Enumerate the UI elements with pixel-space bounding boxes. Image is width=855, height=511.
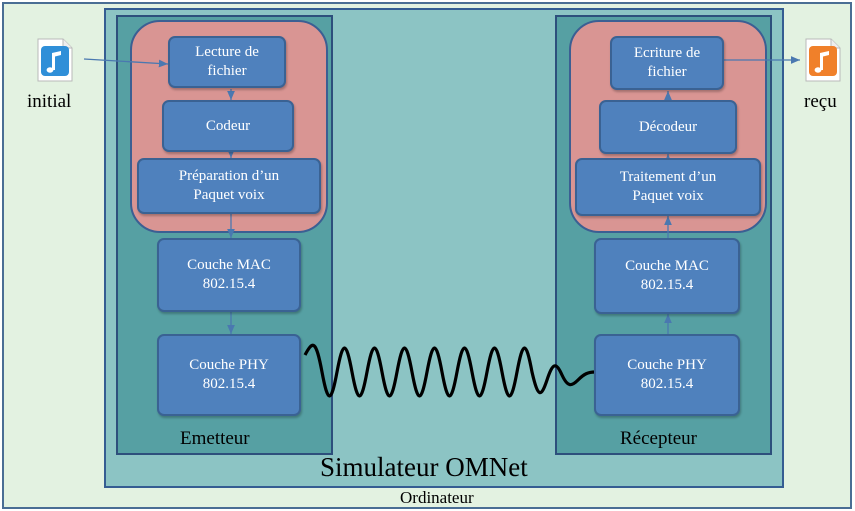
packet-preparation-line2: Paquet voix <box>193 187 265 203</box>
read-file-block: Lecture de fichier <box>168 36 286 88</box>
packet-processing-line1: Traitement d’un <box>619 169 717 185</box>
packet-preparation-line1: Préparation d’un <box>178 168 280 184</box>
receiver-phy-line2: 802.15.4 <box>640 376 694 392</box>
packet-processing-line2: Paquet voix <box>632 188 704 204</box>
encoder-block: Codeur <box>162 100 294 152</box>
write-file-label-line2: fichier <box>647 64 687 80</box>
emitter-phy-block: Couche PHY 802.15.4 <box>157 334 301 416</box>
write-file-block: Ecriture de fichier <box>610 36 724 90</box>
encoder-label: Codeur <box>205 117 251 134</box>
wireless-signal-wave <box>303 343 596 398</box>
received-file-label: reçu <box>804 91 837 112</box>
read-file-label-line1: Lecture de <box>195 44 259 60</box>
initial-file-label: initial <box>27 91 72 112</box>
emitter-label: Emetteur <box>180 428 250 449</box>
simulator-title: Simulateur OMNet <box>320 452 528 482</box>
receiver-phy-line1: Couche PHY <box>627 357 707 373</box>
receiver-mac-line2: 802.15.4 <box>640 277 694 293</box>
receiver-label: Récepteur <box>620 428 698 449</box>
receiver-mac-line1: Couche MAC <box>625 258 709 274</box>
emitter-mac-line1: Couche MAC <box>187 257 271 273</box>
emitter-mac-block: Couche MAC 802.15.4 <box>157 238 301 312</box>
receiver-mac-block: Couche MAC 802.15.4 <box>594 238 740 314</box>
emitter-phy-line2: 802.15.4 <box>202 376 256 392</box>
computer-title: Ordinateur <box>400 488 474 507</box>
decoder-label: Décodeur <box>638 118 698 135</box>
read-file-label-line2: fichier <box>207 63 247 79</box>
write-file-label-line1: Ecriture de <box>633 45 701 61</box>
arrow-initial-to-read <box>83 58 169 68</box>
received-audio-file-icon <box>805 38 841 87</box>
emitter-phy-line1: Couche PHY <box>189 357 269 373</box>
decoder-block: Décodeur <box>599 100 737 154</box>
emitter-mac-line2: 802.15.4 <box>202 276 256 292</box>
receiver-phy-block: Couche PHY 802.15.4 <box>594 334 740 416</box>
initial-audio-file-icon <box>37 38 73 87</box>
